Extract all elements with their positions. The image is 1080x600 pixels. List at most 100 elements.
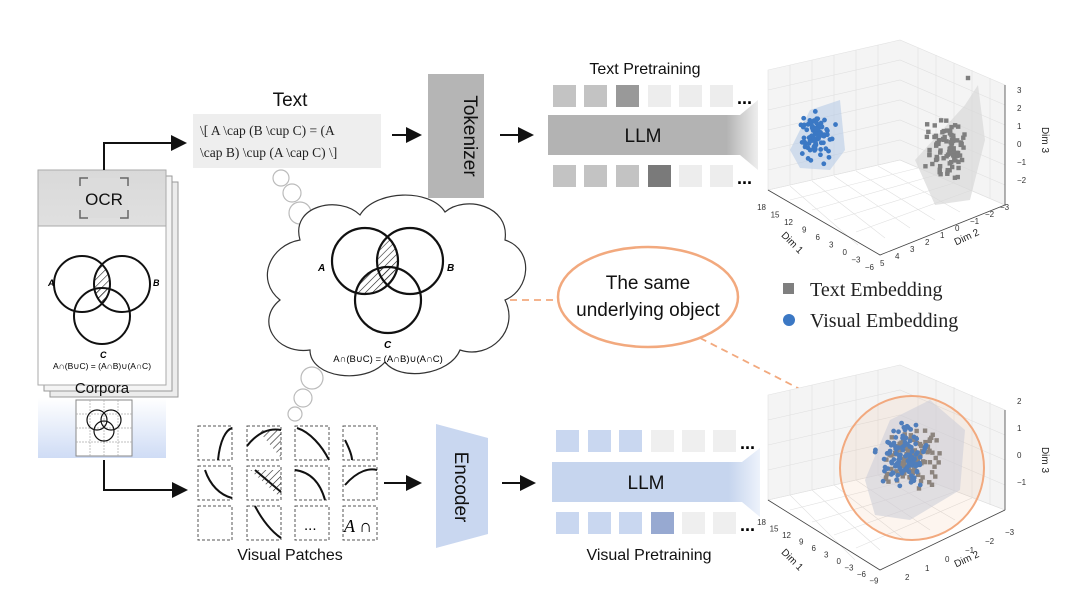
legend-text-label: Text Embedding [810, 279, 942, 301]
visual-embedding-point [807, 147, 813, 153]
visual-embedding-point [812, 109, 818, 114]
text-embedding-point [934, 154, 939, 160]
text-embedding-point [948, 147, 953, 152]
text-embedding-point [961, 145, 966, 150]
text-embedding-point [944, 128, 950, 133]
visual-pretraining-label: Visual Pretraining [586, 547, 711, 564]
axis-tick-label: 0 [837, 557, 842, 566]
visual-embedding-point [899, 420, 904, 426]
text-embedding-point [905, 448, 911, 454]
visual-embedding-point [804, 127, 810, 133]
text-embedding-point [947, 149, 952, 155]
visual-embedding-point [889, 459, 894, 465]
text-embedding-point [962, 132, 967, 137]
visual-embedding-point [902, 427, 908, 433]
text-pretraining-label: Text Pretraining [589, 61, 700, 78]
text-embedding-point [915, 457, 920, 463]
axis-tick-label: 9 [799, 538, 804, 547]
visual-embedding-point [802, 144, 808, 150]
text-embedding-point [932, 464, 937, 469]
cloud-venn-label-c: C [384, 340, 392, 351]
axis-tick-label: 2 [925, 238, 930, 247]
encoder-label: Encoder [450, 452, 471, 523]
axis-tick-label: 3 [1017, 86, 1022, 95]
visual-embedding-point [824, 132, 830, 137]
top-output-row [553, 165, 733, 187]
patch-hatch-2 [258, 430, 281, 458]
visual-embedding-point [826, 154, 832, 160]
text-embedding-point [883, 476, 889, 482]
visual-embedding-point [899, 470, 905, 476]
visual-embedding-point [917, 454, 923, 460]
axis-tick-label: −2 [985, 537, 995, 546]
visual-embedding-point [833, 122, 838, 127]
visual-embedding-point [909, 448, 915, 454]
visual-embedding-point [812, 118, 818, 124]
visual-embedding-point [807, 138, 813, 144]
same-object-ellipse [556, 245, 740, 349]
visual-embedding-point [799, 139, 805, 145]
bottom-token-row [556, 430, 736, 452]
text-embedding-point [920, 475, 925, 480]
visual-embedding-point [898, 452, 903, 458]
cloud-venn-formula: A∩(B∪C) = (A∩B)∪(A∩C) [333, 354, 443, 365]
visual-embedding-point [807, 120, 812, 126]
visual-embedding-point [801, 122, 807, 128]
llm-top-block [548, 100, 758, 170]
visual-embedding-point [903, 435, 909, 441]
text-embedding-point [935, 140, 940, 146]
axis-tick-label: −1 [1017, 478, 1027, 487]
text-embedding-point [910, 468, 915, 474]
axis-tick-label: −9 [869, 577, 879, 586]
same-object-line-1: The same [606, 273, 690, 294]
same-object-line-2: underlying object [576, 300, 720, 321]
text-embedding-point [944, 154, 949, 159]
text-embedding-point [938, 148, 943, 153]
text-embedding-point [922, 459, 927, 465]
doc-to-patches-arrow [103, 460, 188, 498]
top-token-row [553, 85, 733, 107]
plot-top-zlabel: Dim 3 [1039, 127, 1050, 154]
visual-embedding-point [911, 478, 917, 484]
text-embedding-point [929, 482, 935, 488]
thought-bubbles [272, 169, 324, 422]
text-embedding-point [889, 435, 895, 440]
axis-tick-label: 0 [843, 248, 848, 257]
text-embedding-point [961, 135, 966, 140]
legend-visual-swatch [783, 314, 795, 326]
axis-tick-label: 15 [770, 525, 779, 534]
text-embedding-point [930, 450, 935, 455]
text-embedding-point [924, 122, 930, 127]
visual-embedding-point [820, 140, 826, 146]
axis-tick-label: 1 [925, 564, 930, 573]
visual-embedding-point [814, 126, 820, 132]
text-embedding-point [951, 153, 956, 158]
visual-embedding-point [880, 478, 886, 484]
bottom-output-ellipsis: ... [740, 515, 755, 535]
text-embedding-point [917, 450, 923, 455]
visual-embedding-point [893, 451, 899, 456]
text-embedding-point [945, 171, 950, 176]
axis-tick-label: −1 [965, 546, 975, 555]
visual-embedding-point [824, 127, 830, 132]
axis-tick-label: 2 [905, 573, 910, 582]
axis-tick-label: −2 [985, 210, 995, 219]
visual-embedding-point [891, 428, 897, 434]
latex-line-2: \cap B) \cup (A \cap C) \] [200, 145, 337, 160]
visual-embedding-point [812, 146, 818, 152]
axis-tick-label: 4 [895, 252, 900, 261]
top-output-ellipsis: ... [737, 168, 752, 188]
axis-tick-label: 6 [812, 544, 817, 553]
text-embedding-point [954, 152, 959, 157]
text-embedding-point [923, 164, 928, 169]
text-embedding-point [952, 175, 958, 180]
axis-tick-label: −6 [865, 263, 875, 272]
axis-tick-label: −2 [1017, 176, 1027, 185]
text-embedding-point [918, 478, 924, 484]
visual-embedding-point [908, 426, 914, 432]
text-embedding-point [941, 156, 946, 161]
text-embedding-point [894, 469, 899, 474]
text-embedding-point [916, 486, 922, 491]
axis-tick-label: 2 [1017, 104, 1022, 113]
text-embedding-point [902, 432, 907, 437]
